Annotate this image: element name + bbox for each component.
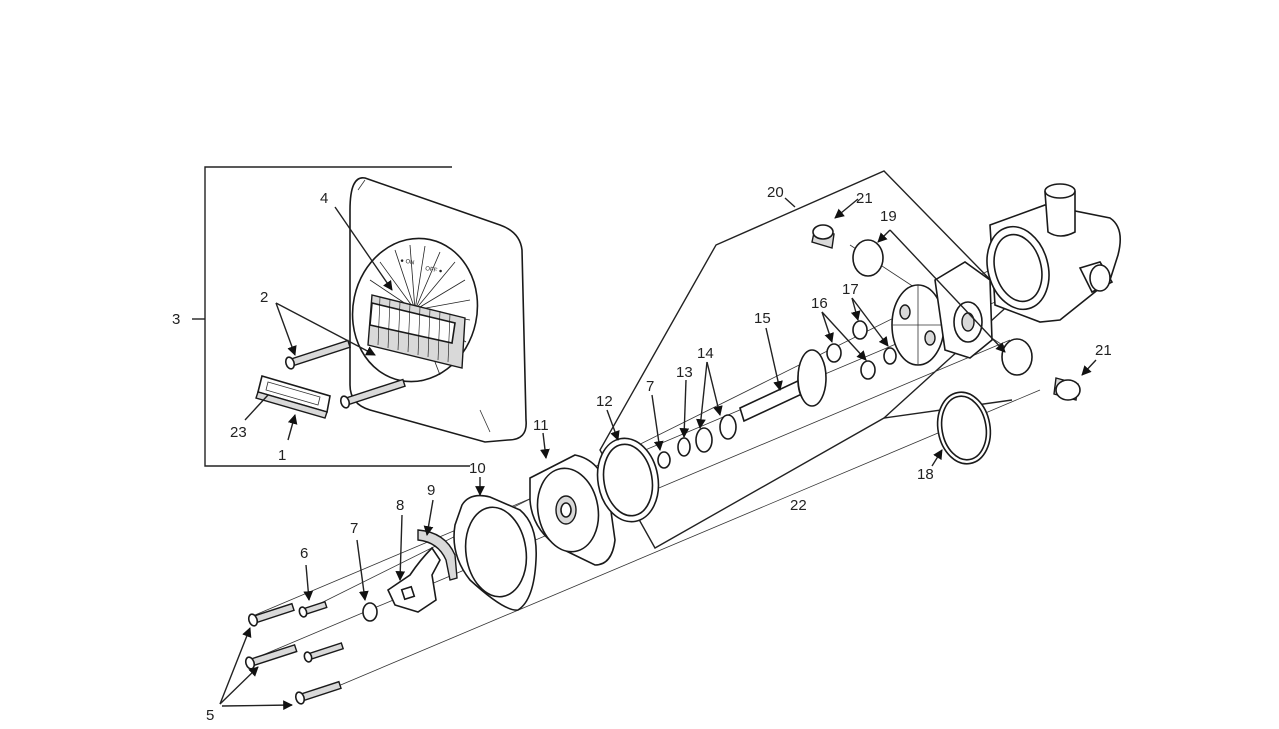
- callout-12: 12: [596, 393, 613, 410]
- cover-screws: [284, 339, 406, 409]
- callout-20: 20: [767, 184, 784, 201]
- dial-knob: [367, 294, 466, 369]
- callout-7-left: 7: [350, 520, 358, 537]
- valve-shaft: [739, 349, 827, 423]
- backing-plate: [529, 454, 616, 566]
- nameplate: [255, 374, 331, 419]
- callout-4: 4: [320, 190, 328, 207]
- callout-18: 18: [917, 466, 934, 483]
- callout-17: 17: [842, 281, 859, 298]
- callout-7-right: 7: [646, 378, 654, 395]
- callout-21-top: 21: [856, 190, 873, 207]
- callout-6: 6: [300, 545, 308, 562]
- washer-left: [362, 602, 378, 622]
- shaft-o-rings: [826, 320, 897, 380]
- callout-13: 13: [676, 364, 693, 381]
- leader-lines: [219, 197, 1097, 711]
- spring-clip: [417, 529, 458, 581]
- callout-21-right: 21: [1095, 342, 1112, 359]
- callout-16: 16: [811, 295, 828, 312]
- callout-10: 10: [469, 460, 486, 477]
- cam-lever: [386, 546, 441, 613]
- pump-housing: [986, 183, 1121, 323]
- callout-3: 3: [172, 311, 180, 328]
- o-ring-large: [596, 437, 660, 523]
- callout-2: 2: [260, 289, 268, 306]
- small-rings: [657, 414, 737, 469]
- callout-1: 1: [278, 447, 286, 464]
- mounting-screws: [244, 600, 345, 705]
- o-ring-18: [936, 391, 992, 465]
- dial-marking-on: ● ON: [400, 258, 415, 266]
- valve-rotor: [891, 284, 945, 366]
- bushing-top: [811, 224, 835, 249]
- o-ring-19-right: [1001, 338, 1033, 376]
- callout-19: 19: [880, 208, 897, 225]
- bracket-group-3: [192, 166, 470, 467]
- callout-5: 5: [206, 707, 214, 724]
- callout-14: 14: [697, 345, 714, 362]
- callout-11: 11: [533, 417, 549, 434]
- callout-23: 23: [230, 424, 247, 441]
- dial-marking-off: OFF ●: [425, 266, 443, 275]
- bushing-right: [1053, 377, 1081, 401]
- gasket-plate: [453, 494, 537, 611]
- callout-9: 9: [427, 482, 435, 499]
- callout-22: 22: [790, 497, 807, 514]
- o-ring-19-top: [852, 239, 884, 277]
- dial-cover-housing: ● ON OFF ●: [349, 177, 527, 443]
- callout-15: 15: [754, 310, 771, 327]
- callout-labels: 1 2 3 4 5 6 7 7 8 9 10 11 12 13 14 15 16…: [172, 184, 1112, 724]
- valve-body: [934, 261, 993, 359]
- callout-8: 8: [396, 497, 404, 514]
